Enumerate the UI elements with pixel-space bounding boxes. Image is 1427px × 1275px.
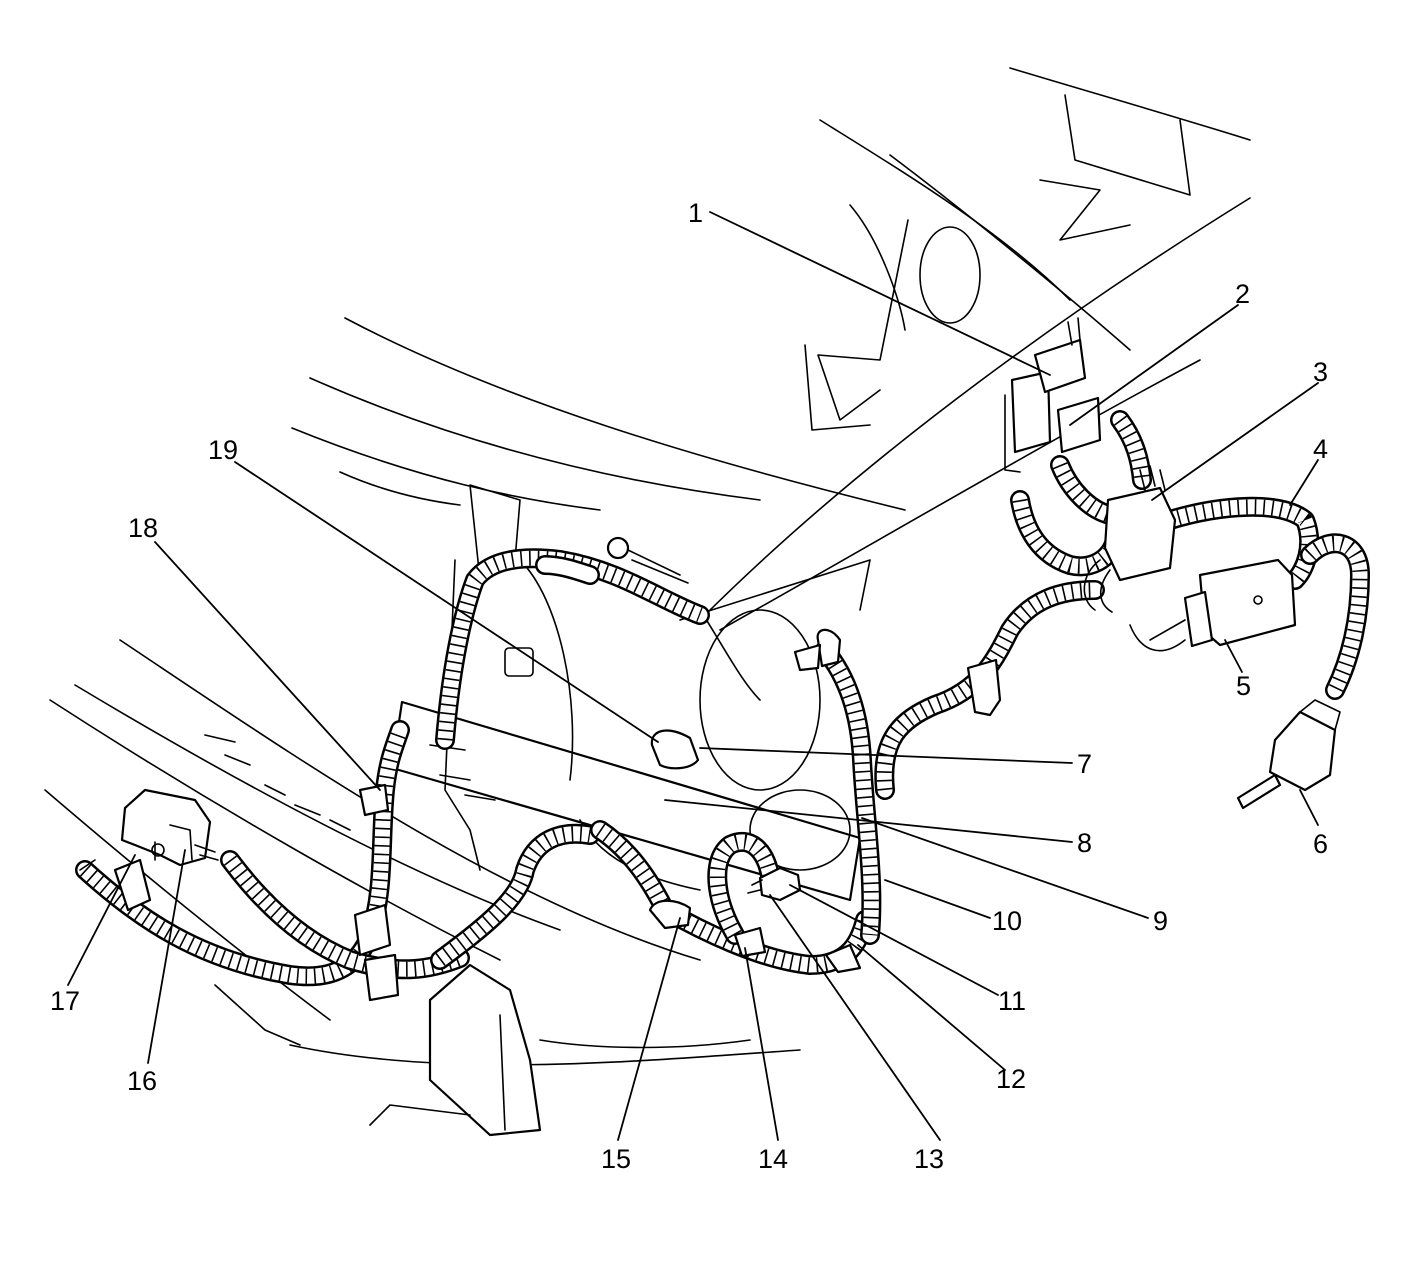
callout-18: 18 [128, 513, 158, 543]
callout-5: 5 [1236, 671, 1251, 701]
leader-11 [789, 884, 999, 996]
leader-15 [617, 917, 681, 1141]
leader-18 [154, 541, 381, 791]
callout-8: 8 [1077, 828, 1092, 858]
leader-9 [861, 817, 1149, 919]
callout-4: 4 [1313, 434, 1328, 464]
callout-17: 17 [50, 986, 80, 1016]
leader-17 [67, 854, 136, 986]
callout-10: 10 [992, 906, 1022, 936]
leader-12 [857, 944, 1006, 1071]
callout-2: 2 [1235, 279, 1250, 309]
body-panels [44, 67, 1251, 1137]
leader-3 [1151, 382, 1319, 501]
leader-lines [67, 211, 1319, 1141]
leader-19 [234, 461, 659, 743]
callout-1: 1 [688, 198, 703, 228]
callout-13: 13 [914, 1144, 944, 1174]
leader-10 [884, 879, 991, 919]
callout-14: 14 [758, 1144, 788, 1174]
leader-7 [699, 747, 1073, 764]
leader-6 [1299, 789, 1319, 826]
callout-9: 9 [1153, 906, 1168, 936]
leader-14 [744, 947, 779, 1141]
callout-19: 19 [208, 435, 238, 465]
callout-labels: 1 2 3 4 5 6 7 8 9 10 11 12 13 14 15 16 1… [50, 198, 1328, 1174]
leader-4 [1289, 459, 1319, 506]
leader-13 [769, 894, 941, 1141]
wiring-harness [75, 410, 1370, 987]
leader-5 [1224, 639, 1243, 673]
leader-2 [1069, 304, 1239, 426]
leader-16 [147, 849, 186, 1064]
callout-16: 16 [127, 1066, 157, 1096]
callout-15: 15 [601, 1144, 631, 1174]
callout-6: 6 [1313, 829, 1328, 859]
components [79, 317, 1341, 1002]
callout-7: 7 [1077, 749, 1092, 779]
leader-1 [709, 211, 1051, 376]
callout-3: 3 [1313, 357, 1328, 387]
callout-12: 12 [996, 1064, 1026, 1094]
callout-11: 11 [998, 986, 1026, 1016]
